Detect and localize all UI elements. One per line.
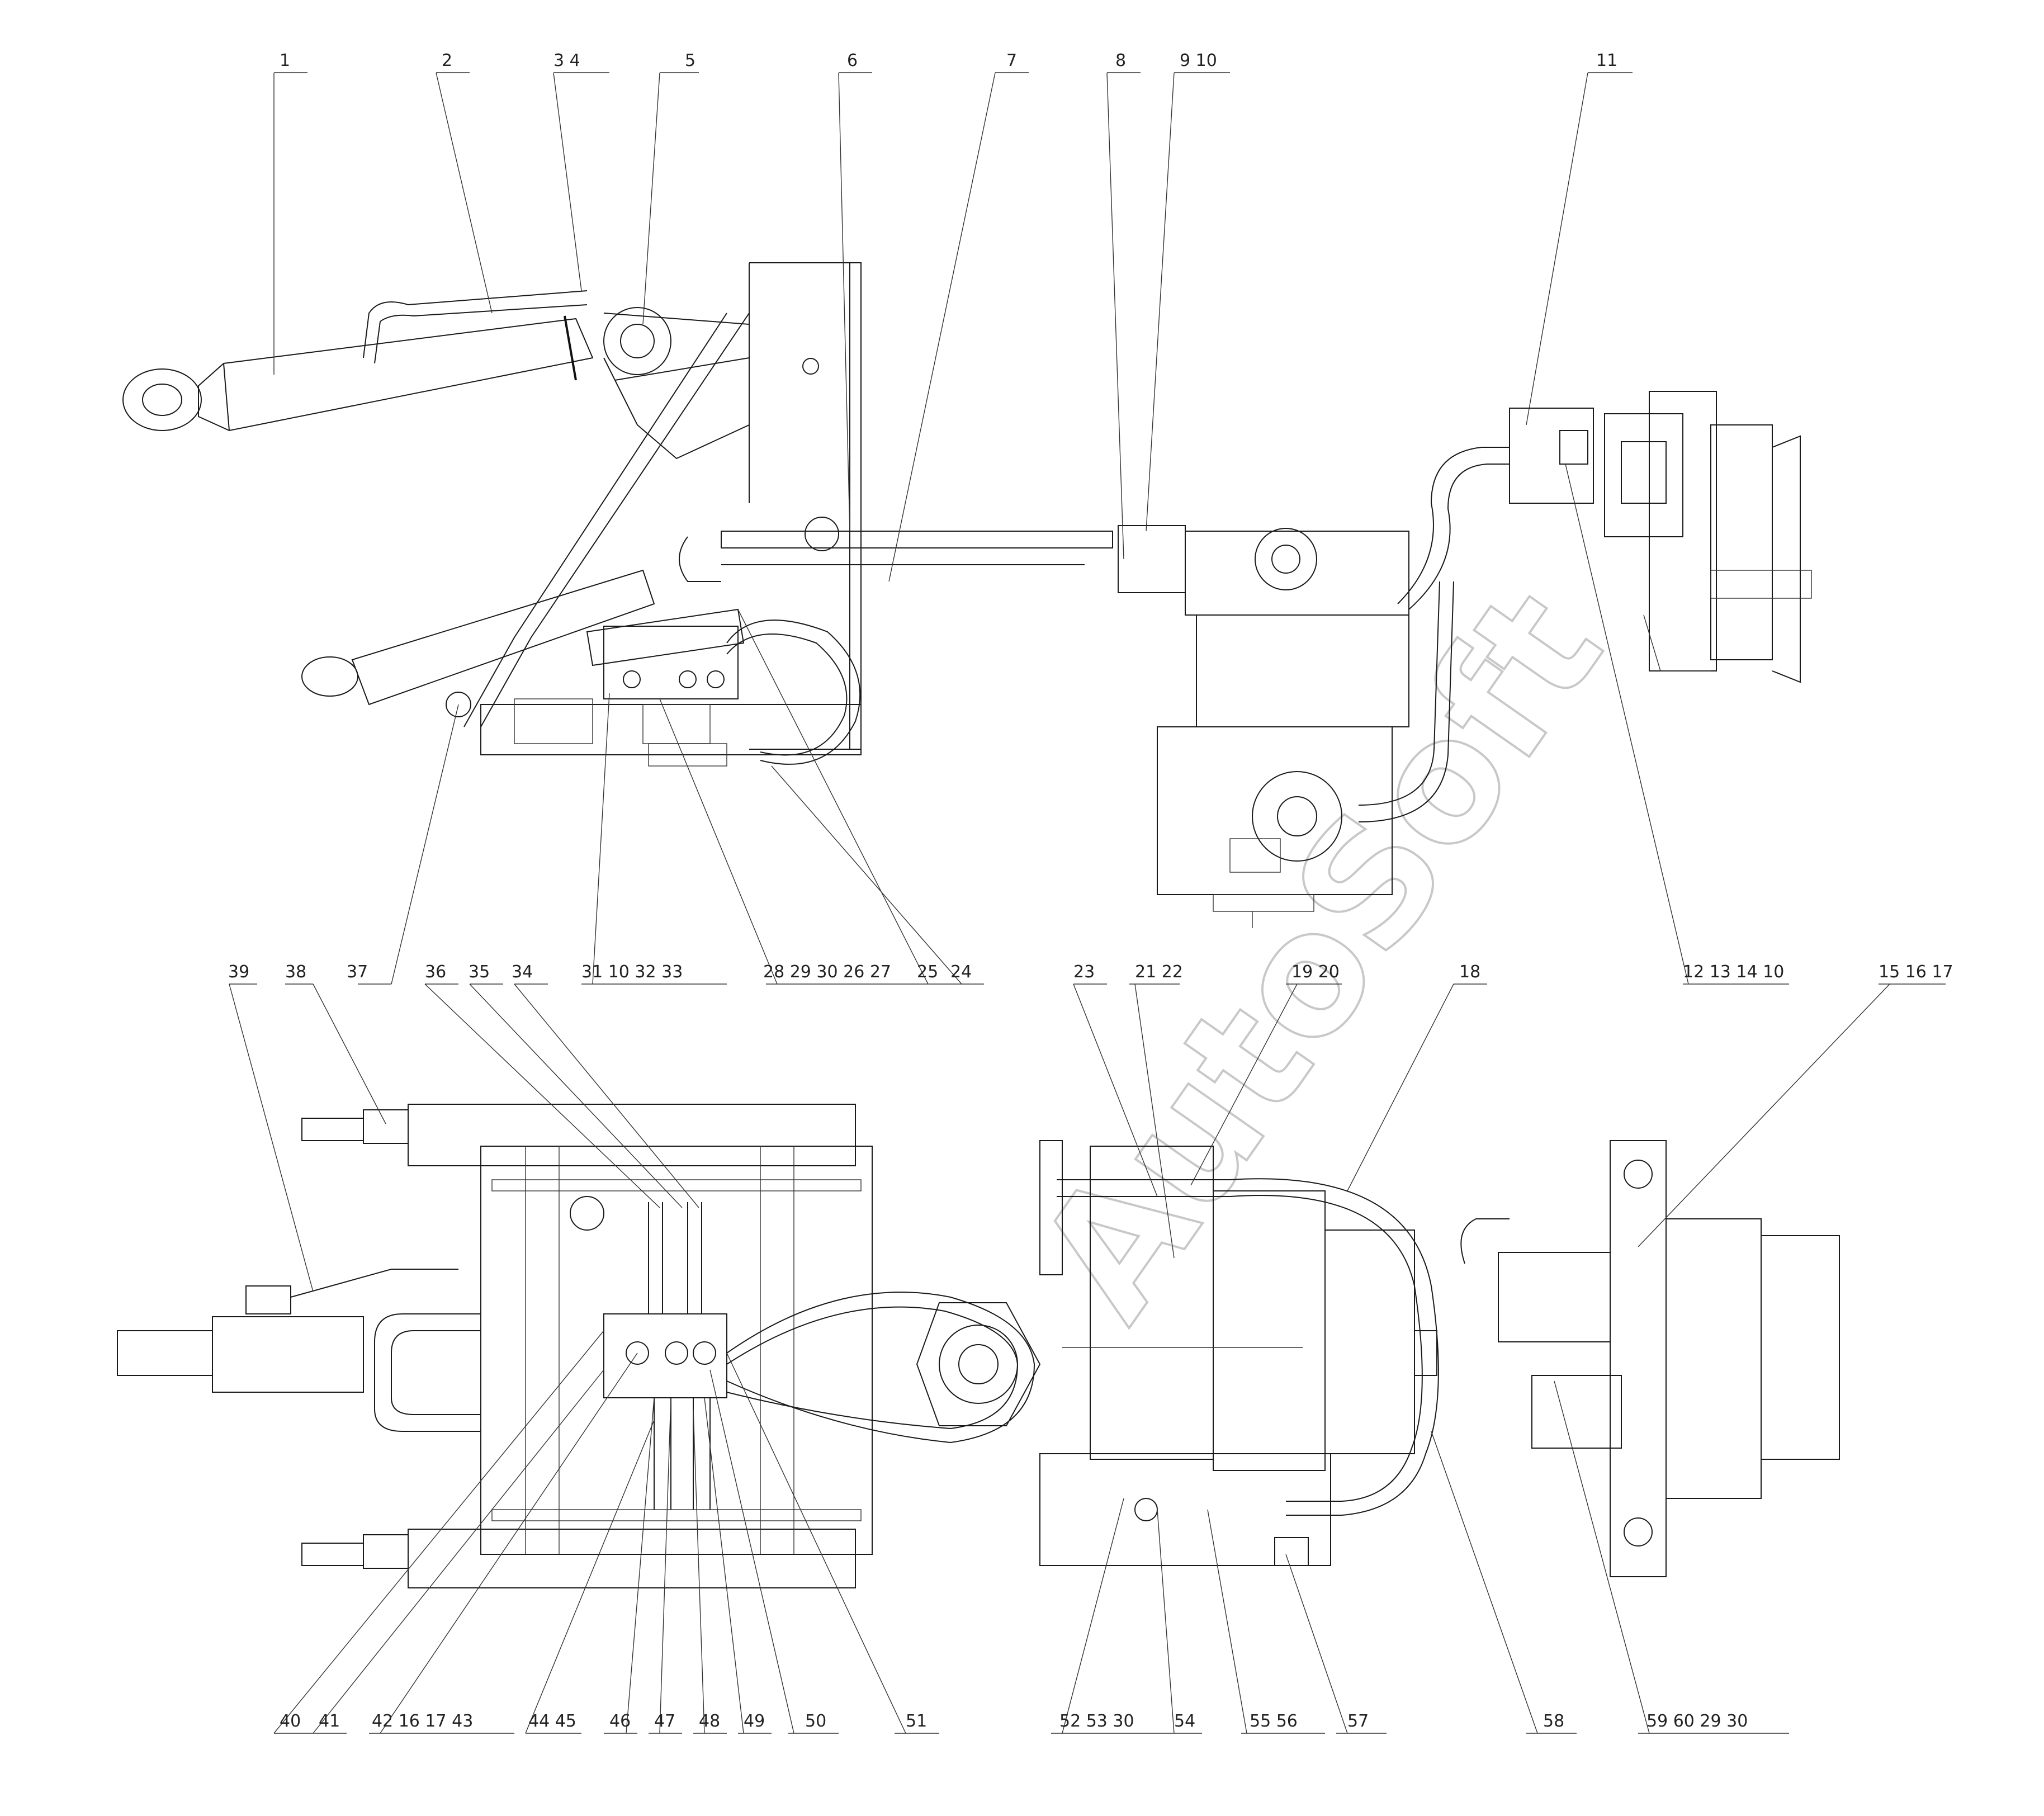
callout-19-20: 19 20	[1291, 962, 1340, 982]
callout-9-10: 9 10	[1180, 51, 1217, 70]
callout-11: 11	[1596, 51, 1617, 70]
callout-25: 25	[917, 962, 938, 982]
callout-41: 41	[319, 1711, 340, 1731]
callout-49: 49	[744, 1711, 765, 1731]
callout-37: 37	[347, 962, 368, 982]
callout-42-16-17-43: 42 16 17 43	[372, 1711, 473, 1731]
callout-18: 18	[1459, 962, 1480, 982]
callout-59-60-29-30: 59 60 29 30	[1646, 1711, 1748, 1731]
lower-top-callouts: 39 38 36 35 34 23 21 22 19 20 18 15 16 1…	[228, 962, 1953, 982]
callout-7: 7	[1006, 51, 1017, 70]
bottom-view	[117, 1104, 1840, 1588]
callout-55-56: 55 56	[1250, 1711, 1298, 1731]
top-view	[122, 262, 1812, 928]
callout-31-10-32-33: 31 10 32 33	[581, 962, 683, 982]
callout-1: 1	[280, 51, 290, 70]
callout-12-13-14-10: 12 13 14 10	[1683, 962, 1784, 982]
callout-24: 24	[950, 962, 972, 982]
callout-57: 57	[1347, 1711, 1369, 1731]
mid-callouts: 37 31 10 32 33 28 29 30 26 27 25 24 12 1…	[347, 962, 1784, 982]
callout-23: 23	[1073, 962, 1095, 982]
callout-50: 50	[805, 1711, 826, 1731]
callout-38: 38	[285, 962, 306, 982]
callout-52-53-30: 52 53 30	[1059, 1711, 1134, 1731]
callout-46: 46	[609, 1711, 631, 1731]
leader-lines	[229, 72, 1946, 1734]
callout-36: 36	[425, 962, 446, 982]
callout-48: 48	[699, 1711, 720, 1731]
callout-2: 2	[442, 51, 452, 70]
callout-51: 51	[906, 1711, 927, 1731]
callout-3-4: 3 4	[553, 51, 580, 70]
callout-21-22: 21 22	[1135, 962, 1183, 982]
callout-39: 39	[228, 962, 249, 982]
callout-58: 58	[1543, 1711, 1564, 1731]
callout-35: 35	[469, 962, 490, 982]
callout-28-29-30-26-27: 28 29 30 26 27	[763, 962, 891, 982]
top-callouts: 1 2 3 4 5 6 7 8 9 10 11	[280, 51, 1617, 70]
callout-34: 34	[512, 962, 533, 982]
callout-40: 40	[280, 1711, 301, 1731]
watermark: AutoSoft	[1001, 556, 1639, 1351]
callout-6: 6	[847, 51, 858, 70]
bottom-callouts: 40 41 42 16 17 43 44 45 46 47 48 49 50 5…	[280, 1711, 1748, 1731]
callout-44-45: 44 45	[528, 1711, 576, 1731]
callout-54: 54	[1174, 1711, 1195, 1731]
callout-8: 8	[1115, 51, 1126, 70]
callout-15-16-17: 15 16 17	[1879, 962, 1953, 982]
callout-47: 47	[654, 1711, 675, 1731]
callout-5: 5	[685, 51, 695, 70]
